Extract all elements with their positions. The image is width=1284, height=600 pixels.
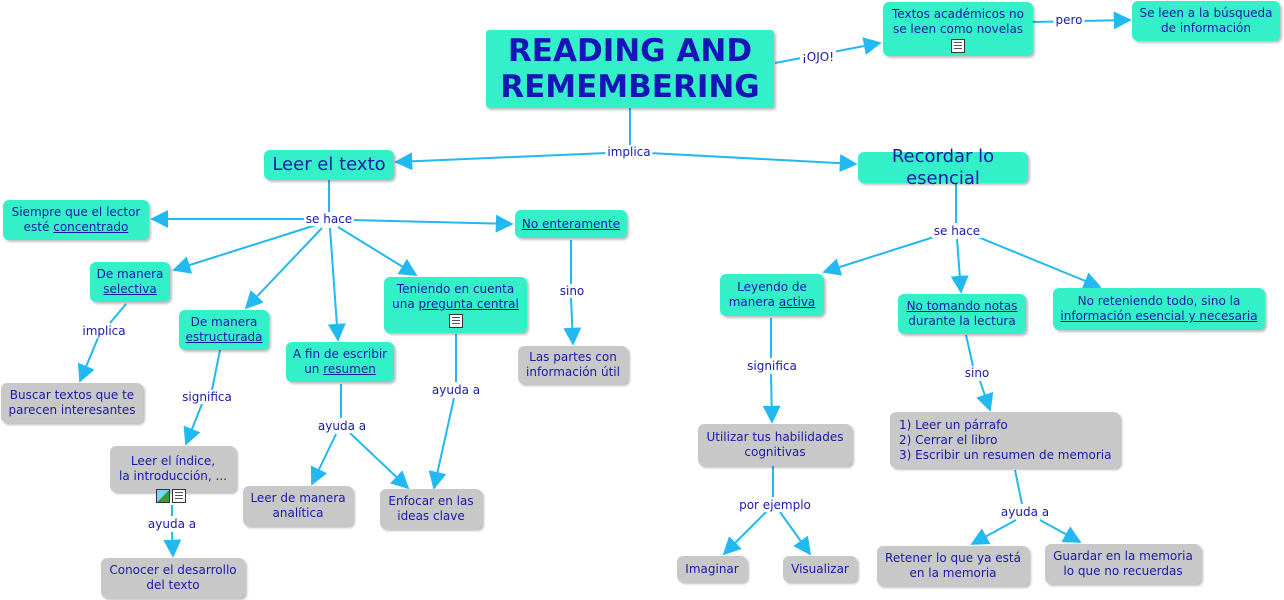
edge-sehace-pregunta [337,226,418,276]
document-icon[interactable] [951,39,965,53]
link-pregunta-central[interactable]: pregunta central [418,297,519,311]
edge-ayuda-retener [970,519,1017,545]
edge-ejemplo-visualizar [779,511,812,556]
node-habilidades: Utilizar tus habilidades cognitivas [698,424,852,466]
node-buscar: Buscar textos que te parecen interesante… [1,383,143,423]
node-title: READING AND REMEMBERING [486,30,774,108]
node-activa: Leyendo de manera activa [720,274,824,316]
node-pasos: 1) Leer un párrafo 2) Cerrar el libro 3)… [890,412,1120,468]
node-analitica: Leer de manera analítica [243,486,353,526]
node-search: Se leen a la búsqueda de información [1132,1,1280,41]
node-desarrollo: Conocer el desarrollo del texto [101,558,245,598]
link-informacion-esencial[interactable]: información esencial y necesaria [1060,309,1258,323]
edge-sino-pasos [976,380,994,412]
node-retener: Retener lo que ya está en la memoria [877,546,1029,586]
label-ojo: ¡OJO! [799,50,837,64]
label-significa-estructurada: significa [180,390,234,404]
link-concentrado[interactable]: concentrado [53,220,129,234]
edge-sehace-reteniendo [977,236,1102,290]
label-sino-notas: sino [962,366,992,380]
edge-significa-habilidades [762,373,781,424]
label-significa-activa: significa [745,359,799,373]
node-recordar-esencial: Recordar lo esencial [858,146,1028,189]
link-no-enteramente[interactable]: No enteramente [521,216,621,231]
node-partes: Las partes con información útil [518,346,628,384]
edge-estructurada-significa [211,349,221,391]
label-se-hace-recordar: se hace [931,224,983,238]
link-resumen[interactable]: resumen [323,362,376,376]
node-notas: No tomando notas durante la lectura [898,294,1026,334]
node-enfocar: Enfocar en las ideas clave [380,489,482,529]
edge-ayuda-analitica [310,433,337,486]
node-no-enteramente: No enteramente [515,210,627,238]
node-imaginar: Imaginar [677,556,747,582]
label-sino-noent: sino [557,284,587,298]
link-selectiva[interactable]: selectiva [103,282,157,296]
edge-ayuda-enfocar-2 [428,397,455,490]
document-icon[interactable] [448,314,463,328]
node-academic: Textos académicos no se leen como novela… [883,2,1033,56]
node-guardar: Guardar en la memoria lo que no recuerda… [1045,544,1201,584]
node-visualizar: Visualizar [783,556,857,582]
edge-pasos-ayuda [1014,469,1023,505]
label-implica: implica [605,145,653,159]
link-activa[interactable]: activa [778,295,816,309]
edge-implica-recordar [629,151,858,173]
edge-sino-partes [563,297,582,346]
edge-sehace-activa [822,236,935,276]
node-indice: Leer el índice, la introducción, ... [110,446,236,492]
edge-significa-indice [183,403,203,446]
node-leer-texto: Leer el texto [264,150,394,180]
link-no-tomando-notas[interactable]: No tomando notas [906,299,1018,313]
edge-sehace-resumen [327,227,346,342]
image-icon[interactable] [156,489,170,503]
label-ayuda-resumen: ayuda a [315,419,369,433]
node-pregunta: Teniendo en cuenta una pregunta central [384,277,527,333]
edge-sehace-noent [351,214,514,233]
edge-implica-buscar [77,337,99,383]
edge-implica-leer [394,151,631,171]
label-ayuda-indice: ayuda a [145,517,199,531]
node-selectiva: De manera selectiva [90,262,170,302]
node-reteniendo: No reteniendo todo, sino la información … [1053,288,1265,330]
node-siempre: Siempre que el lector esté concentrado [3,200,149,240]
edge-sehace-notas [950,238,969,294]
edge-sehace-estructurada [244,227,323,310]
node-resumen: A fin de escribir un resumen [286,342,394,382]
label-ayuda-pregunta: ayuda a [429,383,483,397]
label-se-hace-leer: se hace [303,212,355,226]
label-por-ejemplo: por ejemplo [737,498,813,512]
edge-sehace-selectiva [172,224,317,274]
edge-ayuda-guardar [1039,519,1082,543]
edge-ejemplo-imaginar [722,511,767,556]
edge-notas-sino [965,334,974,367]
edge-selectiva-implica [109,303,127,324]
node-estructurada: De manera estructurada [179,310,269,350]
label-implica-selectiva: implica [80,324,128,338]
edge-ayuda-desarrollo [163,531,182,558]
indice-attachments [156,489,186,503]
label-ayuda-pasos: ayuda a [998,505,1052,519]
document-icon[interactable] [172,489,186,503]
edge-ayuda-enfocar [349,432,410,490]
label-pero: pero [1053,13,1085,27]
link-estructurada[interactable]: estructurada [185,330,263,344]
